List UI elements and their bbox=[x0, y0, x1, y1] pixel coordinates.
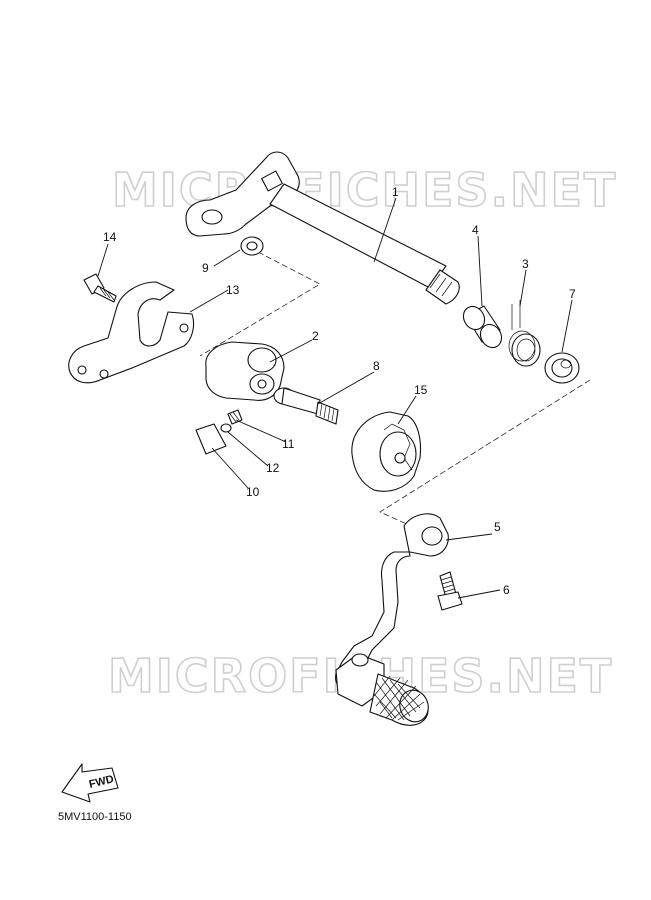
callout-13: 13 bbox=[226, 283, 240, 297]
part-10-plate[interactable] bbox=[195, 423, 227, 455]
part-8-pin[interactable] bbox=[273, 387, 339, 425]
part-9-washer[interactable] bbox=[240, 236, 264, 256]
watermark-top: MICROFICHES.NET bbox=[112, 163, 617, 217]
callout-12: 12 bbox=[266, 461, 280, 475]
part-12-ball[interactable] bbox=[220, 423, 232, 433]
part-14-bolt[interactable] bbox=[83, 273, 117, 303]
part-15-cam[interactable] bbox=[351, 411, 422, 492]
callout-15: 15 bbox=[414, 383, 428, 397]
fwd-label: FWD bbox=[88, 773, 115, 791]
part-5-pedal-rubber bbox=[369, 673, 429, 726]
callout-3: 3 bbox=[522, 257, 529, 271]
part-6-bolt[interactable] bbox=[437, 571, 463, 611]
callout-8: 8 bbox=[373, 359, 380, 373]
part-11-spring[interactable] bbox=[227, 409, 243, 425]
part-7-oil-seal[interactable] bbox=[544, 352, 580, 384]
part-shift-shaft[interactable] bbox=[185, 151, 460, 305]
callout-9: 9 bbox=[202, 261, 209, 275]
callout-4: 4 bbox=[472, 223, 479, 237]
callout-1: 1 bbox=[392, 185, 399, 199]
leader-lines bbox=[97, 197, 573, 599]
fwd-arrow-icon: FWD bbox=[61, 763, 119, 803]
callout-10: 10 bbox=[246, 485, 260, 499]
part-2-segment[interactable] bbox=[205, 341, 285, 401]
callout-7: 7 bbox=[569, 287, 576, 301]
callout-11: 11 bbox=[282, 437, 295, 451]
assembly-guide-lines bbox=[199, 251, 591, 531]
callout-14: 14 bbox=[103, 230, 117, 244]
part-4-bushing[interactable] bbox=[459, 303, 505, 352]
part-13-bracket[interactable] bbox=[68, 281, 195, 384]
diagram-code: 5MV1100-1150 bbox=[58, 811, 132, 823]
callout-labels: 1 2 3 4 5 6 7 8 9 10 11 12 13 14 15 bbox=[103, 185, 576, 597]
callout-6: 6 bbox=[503, 583, 510, 597]
part-5-shift-pedal[interactable] bbox=[335, 513, 449, 707]
callout-5: 5 bbox=[494, 520, 501, 534]
callout-2: 2 bbox=[312, 329, 319, 343]
part-3-spring[interactable] bbox=[508, 300, 541, 367]
